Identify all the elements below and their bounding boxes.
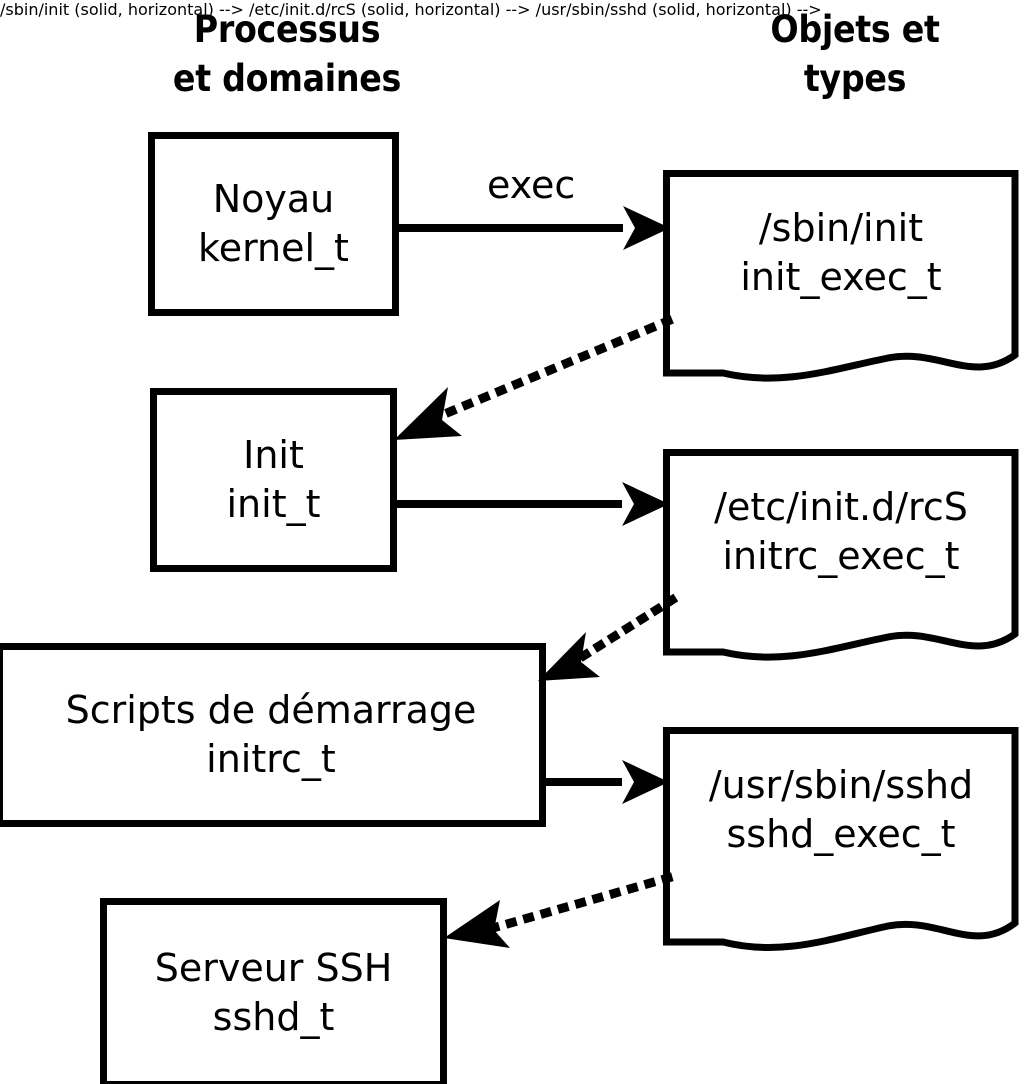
- process-node-initrc-line1: Scripts de démarrage: [65, 688, 477, 733]
- edge-init-exec-transition-init: [380, 305, 680, 455]
- edge-init-exec-initrc-exec: [394, 476, 674, 532]
- edge-initrc-exec-sshd-exec: [542, 754, 674, 810]
- edge-kernel-exec-init-exec: [395, 200, 675, 256]
- process-node-sshd[interactable]: Serveur SSH sshd_t: [100, 898, 447, 1084]
- process-node-kernel-line2: kernel_t: [198, 226, 349, 270]
- object-node-initrc-exec[interactable]: /etc/init.d/rcS initrc_exec_t: [663, 449, 1019, 661]
- process-node-sshd-line2: sshd_t: [212, 995, 335, 1039]
- process-node-sshd-line1: Serveur SSH: [154, 946, 393, 991]
- edge-label-exec: exec: [487, 163, 576, 207]
- process-node-init[interactable]: Init init_t: [150, 388, 397, 572]
- edge-sshd-exec-transition-sshd: [430, 862, 680, 962]
- object-node-sshd-exec[interactable]: /usr/sbin/sshd sshd_exec_t: [663, 727, 1019, 952]
- edge-initrc-exec-transition-initrc: [520, 588, 690, 698]
- process-node-kernel[interactable]: Noyau kernel_t: [148, 132, 399, 316]
- process-node-init-line1: Init: [243, 433, 304, 478]
- process-node-initrc[interactable]: Scripts de démarrage initrc_t: [0, 643, 546, 827]
- process-node-init-line2: init_t: [226, 482, 321, 526]
- column-header-objects: Objets et types: [770, 8, 940, 100]
- object-node-init-exec[interactable]: /sbin/init init_exec_t: [663, 170, 1019, 382]
- process-node-initrc-line2: initrc_t: [206, 737, 336, 781]
- process-node-kernel-line1: Noyau: [212, 177, 335, 222]
- column-header-processes: Processus et domaines: [172, 8, 402, 100]
